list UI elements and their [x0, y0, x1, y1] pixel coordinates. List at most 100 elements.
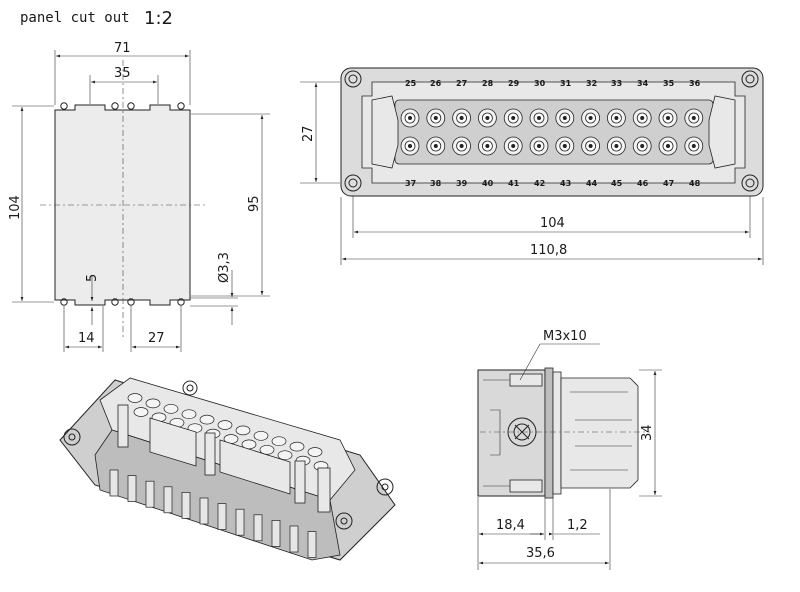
front-view: 25 26 27 28 29 30 31 32 33 34 35 36 37 3… — [300, 67, 764, 265]
drawing-scale: 1:2 — [144, 8, 173, 29]
pin-labels-bottom: 37 38 39 40 41 42 43 44 45 46 47 48 — [405, 179, 701, 188]
pin-label: 25 — [405, 79, 417, 88]
contact — [581, 136, 600, 156]
iso-hole — [127, 393, 143, 403]
pin-label: 32 — [586, 79, 597, 88]
pin-label: 26 — [430, 79, 442, 88]
pin-label: 39 — [456, 179, 468, 188]
dim-hole-dia: Ø3,3 — [217, 252, 232, 283]
rib — [181, 492, 191, 519]
pin-label: 35 — [663, 79, 675, 88]
rib — [127, 475, 137, 502]
pin-label: 30 — [534, 79, 546, 88]
side-view: M3x10 34 18,4 1,2 35,6 — [477, 329, 662, 570]
contact — [452, 136, 472, 156]
rib — [163, 486, 173, 514]
iso-hole — [145, 398, 161, 409]
pin-label: 42 — [534, 179, 545, 188]
contact — [400, 108, 420, 128]
contact — [503, 136, 523, 156]
contact — [477, 136, 497, 156]
iso-hole — [271, 436, 287, 447]
contact — [684, 108, 704, 128]
contact — [658, 108, 678, 128]
pin-label: 31 — [560, 79, 572, 88]
pin-label: 28 — [482, 79, 494, 88]
contact — [632, 108, 652, 128]
iso-hole — [217, 420, 233, 430]
pin-labels-top: 25 26 27 28 29 30 31 32 33 34 35 36 — [405, 79, 701, 88]
cooling-ribs — [109, 469, 317, 558]
pin-label: 47 — [663, 179, 674, 188]
contact — [632, 136, 652, 156]
contact — [607, 136, 626, 156]
dim-side-34: 34 — [640, 424, 655, 441]
iso-hole — [235, 425, 251, 436]
pin-label: 33 — [611, 79, 622, 88]
dim-width-71: 71 — [114, 41, 131, 56]
contact — [607, 108, 626, 128]
pin-label: 41 — [508, 179, 520, 188]
panel-cutout-view: 71 35 104 95 Ø3,3 5 14 27 — [8, 41, 270, 352]
rib — [109, 469, 119, 497]
pin-label: 29 — [508, 79, 520, 88]
rib — [289, 525, 299, 553]
contact — [477, 108, 497, 128]
iso-hole — [307, 447, 323, 457]
contact — [426, 136, 446, 156]
dim-pitch-95: 95 — [247, 195, 262, 212]
rib — [271, 520, 281, 547]
dim-pos-27: 27 — [148, 331, 165, 346]
iso-hole — [259, 444, 275, 455]
dim-front-110-8: 110,8 — [530, 243, 567, 258]
contact — [684, 136, 704, 156]
pin-label: 37 — [405, 179, 416, 188]
pin-label: 48 — [689, 179, 701, 188]
dim-height-104: 104 — [8, 195, 23, 220]
corner-screws — [344, 70, 759, 192]
dim-front-104: 104 — [540, 216, 565, 231]
rib — [199, 497, 209, 525]
mounting-holes — [60, 102, 185, 306]
pin-label: 45 — [611, 179, 623, 188]
pin-label: 43 — [560, 179, 571, 188]
dim-side-1-2: 1,2 — [567, 518, 588, 533]
contact — [400, 136, 420, 156]
contact — [581, 108, 600, 128]
iso-hole — [289, 441, 305, 452]
iso-hole — [199, 414, 215, 425]
contact — [426, 108, 446, 128]
contact — [658, 136, 678, 156]
contact — [555, 108, 575, 128]
contact — [529, 136, 549, 156]
pin-label: 36 — [689, 79, 701, 88]
pin-label: 38 — [430, 179, 442, 188]
iso-hole — [133, 407, 149, 417]
contact — [452, 108, 472, 128]
label-screw: M3x10 — [543, 329, 587, 344]
contact — [555, 136, 575, 156]
iso-hole — [253, 430, 269, 441]
pin-label: 34 — [637, 79, 649, 88]
iso-hole — [277, 450, 293, 461]
dim-side-18-4: 18,4 — [496, 518, 525, 533]
iso-hole — [163, 403, 179, 414]
contact — [529, 108, 549, 128]
dim-offset-5: 5 — [85, 274, 100, 282]
rib — [145, 480, 155, 508]
pin-label: 27 — [456, 79, 467, 88]
dim-side-35-6: 35,6 — [526, 546, 555, 561]
rib — [235, 508, 245, 536]
rib — [217, 503, 227, 530]
drawing-title: panel cut out — [20, 10, 130, 26]
pin-label: 44 — [586, 179, 598, 188]
contact-array — [400, 108, 704, 156]
dim-slot-35: 35 — [114, 66, 131, 81]
iso-hole — [181, 409, 197, 420]
pin-label: 46 — [637, 179, 649, 188]
dim-pos-14: 14 — [78, 331, 95, 346]
rib — [253, 514, 263, 542]
isometric-view — [59, 377, 396, 561]
contact — [503, 108, 523, 128]
